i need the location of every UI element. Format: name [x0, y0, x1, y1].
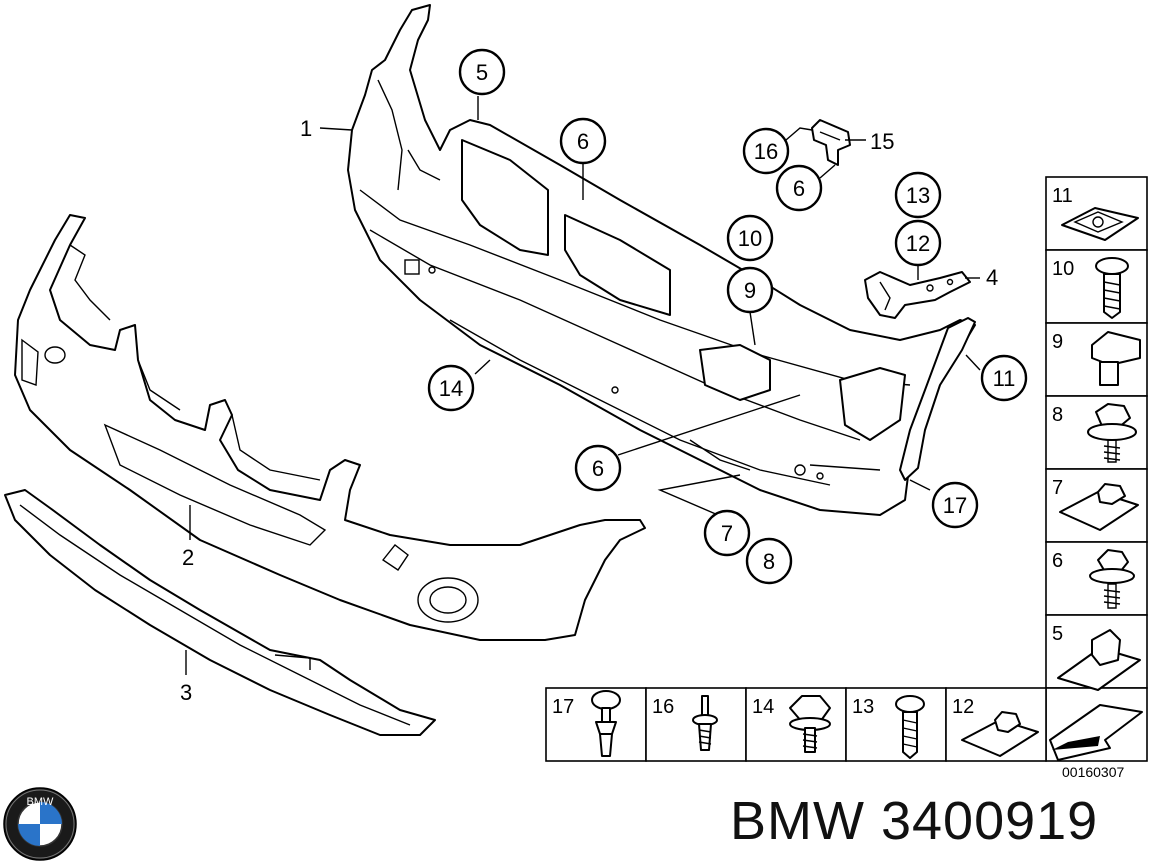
svg-text:11: 11 [993, 366, 1016, 391]
svg-text:5: 5 [476, 60, 488, 85]
svg-text:7: 7 [721, 521, 733, 546]
arrow-shim-icon [1049, 704, 1143, 761]
svg-text:14: 14 [439, 376, 463, 401]
hex-bolt-14-icon [789, 695, 831, 753]
label-15: 15 [870, 129, 894, 154]
part-number-title: BMW 3400919 [730, 791, 1099, 851]
trim-strip-part-3 [4, 489, 436, 736]
side-bracket-part-11 [899, 317, 976, 481]
label-3: 3 [180, 680, 192, 705]
bracket-part-15 [811, 119, 851, 166]
grid-label-17: 17 [552, 696, 574, 718]
callout-8: 8 [745, 537, 793, 585]
callout-9: 9 [726, 266, 774, 314]
label-2: 2 [182, 545, 194, 570]
clip-nut-11-icon [1061, 207, 1139, 241]
svg-text:6: 6 [793, 176, 805, 201]
svg-text:9: 9 [744, 278, 756, 303]
grid-label-10: 10 [1052, 258, 1074, 280]
label-4: 4 [986, 265, 998, 290]
bumper-carrier-part-1 [347, 4, 976, 516]
callout-6a: 6 [559, 117, 607, 165]
callout-6b: 6 [775, 164, 823, 212]
svg-text:6: 6 [592, 456, 604, 481]
callout-10: 10 [726, 214, 774, 262]
clip-nut-7-icon [1059, 483, 1139, 531]
bracket-part-4 [864, 271, 971, 319]
grid-label-6: 6 [1052, 550, 1063, 572]
expansion-nut-9-icon [1091, 331, 1141, 386]
callout-13: 13 [894, 171, 942, 219]
callout-11: 11 [980, 354, 1028, 402]
push-rivet-17-icon [591, 690, 621, 757]
label-1: 1 [300, 116, 312, 141]
grid-label-12: 12 [952, 696, 974, 718]
svg-text:10: 10 [738, 226, 762, 251]
callout-12: 12 [894, 219, 942, 267]
grid-label-8: 8 [1052, 404, 1063, 426]
svg-text:17: 17 [943, 493, 967, 518]
clip-nut-12-icon [961, 711, 1039, 757]
bmw-logo-icon: BMW [3, 787, 77, 861]
svg-text:12: 12 [906, 231, 930, 256]
svg-text:16: 16 [754, 139, 778, 164]
push-rivet-16-icon [692, 695, 718, 751]
callout-17: 17 [931, 481, 979, 529]
reference-number: 00160307 [1062, 764, 1125, 780]
grid-label-5: 5 [1052, 623, 1063, 645]
callout-5: 5 [458, 48, 506, 96]
grid-label-14: 14 [752, 696, 774, 718]
screw-6-icon [1089, 549, 1135, 609]
hex-bolt-8-icon [1087, 403, 1137, 463]
svg-text:6: 6 [577, 129, 589, 154]
grid-label-16: 16 [652, 696, 674, 718]
screw-10-icon [1095, 257, 1129, 319]
bumper-cover-part-2 [14, 214, 646, 641]
leader-lines [185, 96, 981, 675]
callout-7: 7 [703, 509, 751, 557]
svg-text:BMW: BMW [27, 796, 55, 808]
grid-label-11: 11 [1052, 185, 1073, 207]
grid-label-9: 9 [1052, 331, 1063, 353]
callout-16: 16 [742, 127, 790, 175]
grid-label-7: 7 [1052, 477, 1063, 499]
svg-text:13: 13 [906, 183, 930, 208]
callout-6c: 6 [574, 444, 622, 492]
screw-13-icon [895, 695, 925, 759]
callout-14: 14 [427, 364, 475, 412]
clip-nut-5-icon [1057, 629, 1141, 691]
svg-text:8: 8 [763, 549, 775, 574]
grid-label-13: 13 [852, 696, 874, 718]
